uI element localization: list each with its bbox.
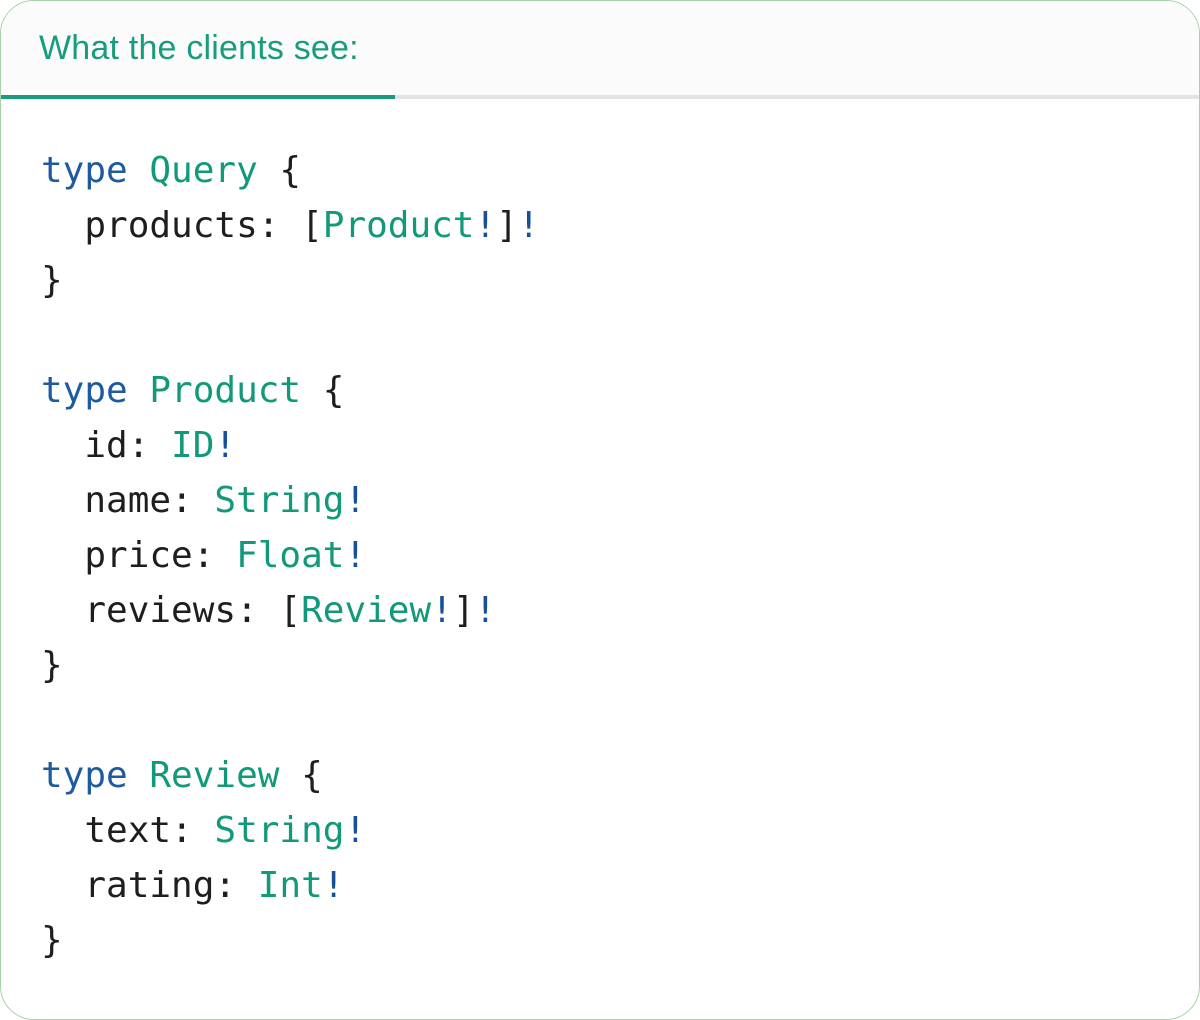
code-line [41, 308, 1169, 363]
code-token-type: String [214, 810, 345, 851]
code-token-p: ] [496, 205, 518, 246]
code-token-bang: ! [474, 205, 497, 246]
code-token-type: Int [257, 865, 323, 906]
code-token-p: text: [41, 810, 215, 851]
code-line: text: String! [41, 803, 1169, 858]
code-token-type: Query [149, 150, 280, 191]
code-token-p: { [279, 150, 302, 191]
code-token-bang: ! [431, 590, 453, 631]
tab-clients-view[interactable]: What the clients see: [1, 1, 395, 99]
code-token-kw: type [41, 370, 150, 411]
tab-bar: What the clients see: [1, 1, 1199, 99]
code-line [41, 693, 1169, 748]
code-token-type: Product [322, 205, 475, 246]
code-token-bang: ! [214, 425, 237, 466]
code-line: } [41, 638, 1169, 693]
code-line: rating: Int! [41, 858, 1169, 913]
code-token-type: String [214, 480, 345, 521]
code-token-kw: type [41, 150, 150, 191]
code-line: products: [Product!]! [41, 198, 1169, 253]
code-line: price: Float! [41, 528, 1169, 583]
code-line: name: String! [41, 473, 1169, 528]
code-token-type: ID [171, 425, 215, 466]
code-token-p: { [322, 370, 345, 411]
code-token-type: Float [236, 535, 345, 576]
code-line: } [41, 913, 1169, 968]
code-line: reviews: [Review!]! [41, 583, 1169, 638]
code-token-kw: type [41, 755, 150, 796]
code-token-bang: ! [344, 535, 367, 576]
code-token-type: Product [149, 370, 323, 411]
code-token-p: name: [41, 480, 215, 521]
code-block: type Query { products: [Product!]!}type … [1, 99, 1199, 968]
code-token-p: rating: [41, 865, 258, 906]
code-line: type Product { [41, 363, 1169, 418]
code-token-bang: ! [344, 810, 367, 851]
code-token-p: reviews: [ [41, 590, 302, 631]
code-token-p: ] [452, 590, 475, 631]
code-token-type: Review [301, 590, 432, 631]
code-line: type Review { [41, 748, 1169, 803]
code-line: type Query { [41, 143, 1169, 198]
tab-label: What the clients see: [39, 28, 359, 67]
code-token-p: price: [41, 535, 237, 576]
code-token-type: Review [149, 755, 302, 796]
code-token-bang: ! [474, 590, 497, 631]
code-token-bang: ! [344, 480, 367, 521]
code-token-p: } [41, 645, 63, 686]
code-token-bang: ! [322, 865, 345, 906]
code-token-bang: ! [517, 205, 540, 246]
code-line: } [41, 253, 1169, 308]
code-token-p: id: [41, 425, 172, 466]
code-token-p: { [301, 755, 323, 796]
code-token-p: } [41, 920, 63, 961]
code-line: id: ID! [41, 418, 1169, 473]
code-token-p: } [41, 260, 63, 301]
code-token-p: products: [ [41, 205, 323, 246]
